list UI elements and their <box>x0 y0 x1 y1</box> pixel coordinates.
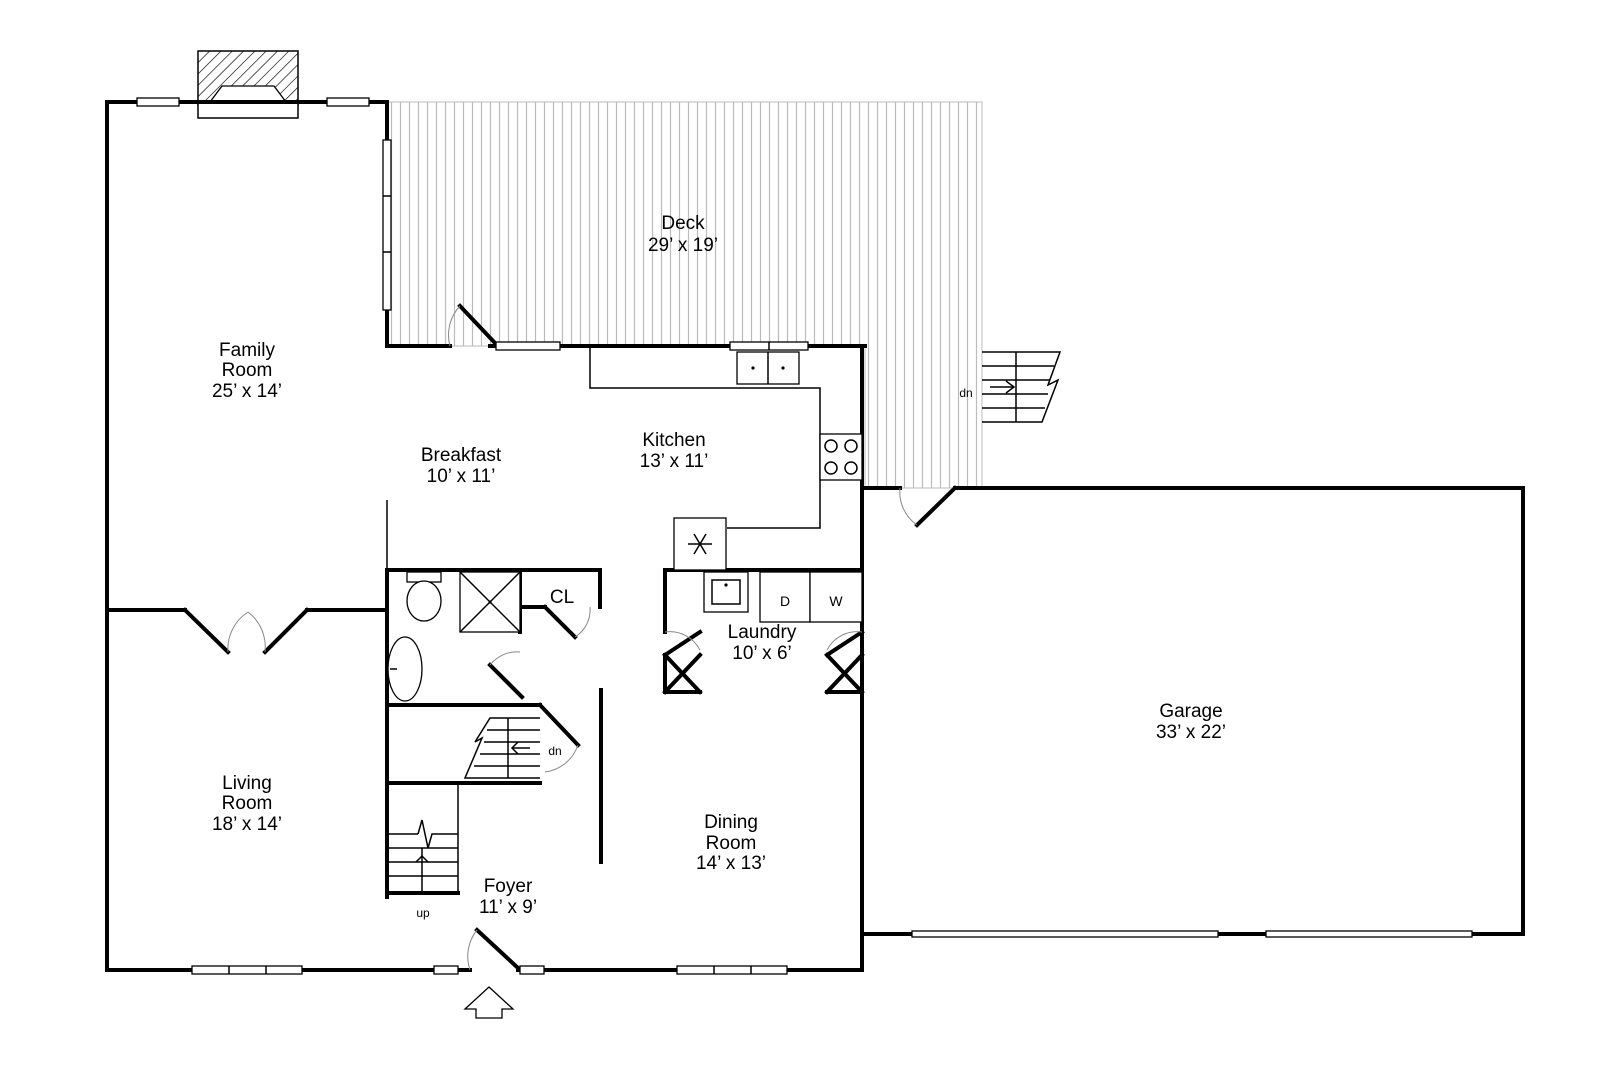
breakfast-name: Breakfast <box>421 445 502 466</box>
dining-room-dims: 14’ x 13’ <box>696 853 766 874</box>
laundry-dims: 10’ x 6’ <box>732 643 792 664</box>
washer-label: W <box>829 593 843 609</box>
dryer-label: D <box>780 593 790 609</box>
bathroom-fixtures <box>387 571 521 702</box>
stairs-up-label: up <box>416 906 430 920</box>
deck-name: Deck <box>661 213 705 234</box>
dining-room-name-1: Dining <box>704 812 758 833</box>
stairs-down-label: dn <box>548 744 561 758</box>
door-swings <box>227 305 918 971</box>
kitchen-counters <box>589 346 863 571</box>
snowflake-icon <box>688 533 712 555</box>
closet-label: CL <box>550 587 574 608</box>
stairs-down <box>463 717 540 779</box>
garage-dims: 33’ x 22’ <box>1156 722 1226 743</box>
kitchen-name: Kitchen <box>642 430 705 451</box>
laundry-fixtures <box>703 571 863 623</box>
living-room-dims: 18’ x 14’ <box>212 814 282 835</box>
entry-arrow-icon <box>463 986 515 1019</box>
family-room-name-1: Family <box>219 340 275 361</box>
dining-room-name-2: Room <box>706 833 757 854</box>
living-room-name-2: Room <box>222 793 273 814</box>
stairs-up <box>387 783 459 893</box>
deck-stairs <box>982 351 1062 423</box>
fixture-labels: CL D W dn dn up <box>416 386 972 920</box>
foyer-name: Foyer <box>484 876 533 897</box>
family-room-name-2: Room <box>222 360 273 381</box>
deck-stairs-label: dn <box>959 386 972 400</box>
windows <box>136 97 1473 975</box>
foyer-dims: 11’ x 9’ <box>479 897 537 918</box>
breakfast-dims: 10’ x 11’ <box>427 466 496 487</box>
deck-dims: 29’ x 19’ <box>648 235 718 256</box>
kitchen-dims: 13’ x 11’ <box>640 451 709 472</box>
room-labels: Deck 29’ x 19’ Family Room 25’ x 14’ Bre… <box>212 213 1226 918</box>
deck <box>386 101 1062 489</box>
laundry-name: Laundry <box>728 622 797 643</box>
garage-name: Garage <box>1159 701 1222 722</box>
family-room-dims: 25’ x 14’ <box>212 381 282 402</box>
fireplace <box>197 50 299 119</box>
living-room-name-1: Living <box>222 773 272 794</box>
